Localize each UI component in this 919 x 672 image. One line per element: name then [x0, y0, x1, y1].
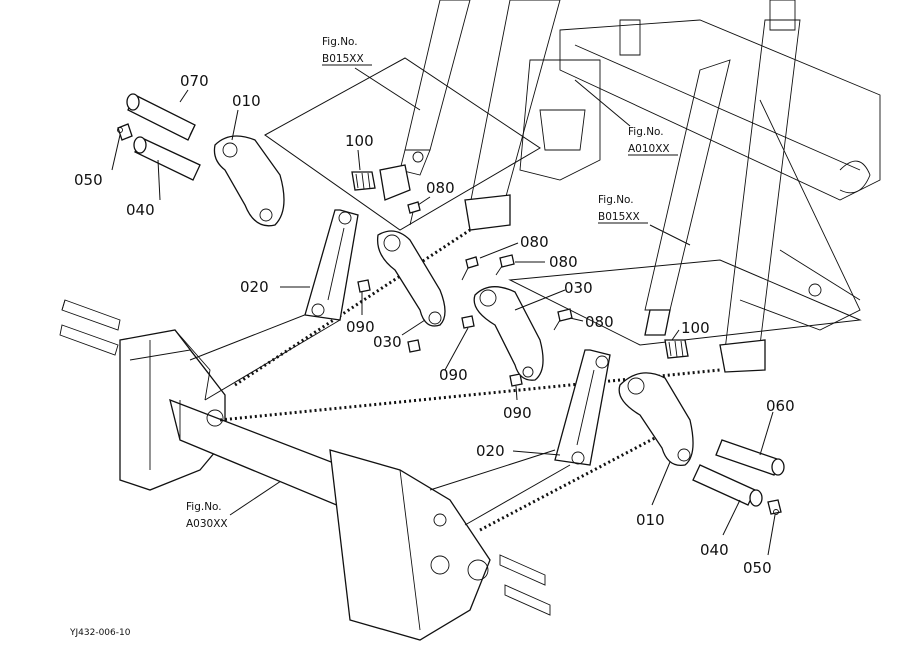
callout-070: 070 — [180, 72, 209, 90]
callout-080-c: 080 — [549, 253, 578, 271]
link-line-d — [464, 464, 571, 526]
callout-040-left: 040 — [126, 201, 155, 219]
bushing-100-right — [664, 339, 689, 359]
fig-ref-a030: Fig.No. A030XX — [186, 501, 228, 530]
fig-ref-b015-top: Fig.No. B015XX — [322, 36, 372, 66]
left-lift-cylinder — [379, 0, 561, 231]
pin-040-right — [692, 464, 763, 507]
leader-030-a — [401, 319, 426, 336]
bracket-010-right — [618, 372, 694, 467]
nut-090-b — [407, 339, 421, 353]
callout-100-left: 100 — [345, 132, 374, 150]
bolt-080-b — [461, 256, 479, 281]
loader-frame — [519, 0, 881, 201]
fig-plane-b015-top — [264, 57, 541, 231]
callout-090-c: 090 — [503, 404, 532, 422]
leader-050-right — [767, 514, 776, 556]
grease-fitting-050-left — [117, 123, 133, 141]
bolt-080-a — [407, 201, 421, 226]
bracket-010-left — [213, 135, 285, 227]
nut-090-d — [509, 373, 523, 387]
svg-text:Fig.No.: Fig.No. — [628, 126, 664, 138]
leader-a010 — [574, 79, 631, 127]
leader-100-left — [357, 149, 361, 171]
leader-020-right — [512, 450, 561, 456]
leader-030-b — [514, 289, 566, 311]
callout-010-left: 010 — [232, 92, 261, 110]
grease-fitting-050-right — [767, 499, 782, 515]
leader-b015-right — [649, 224, 691, 246]
leader-010-left — [231, 109, 239, 141]
leader-080-a — [417, 196, 431, 206]
callout-050-left: 050 — [74, 171, 103, 189]
callout-080-a: 080 — [426, 179, 455, 197]
svg-text:A030XX: A030XX — [186, 518, 228, 530]
link-line-c — [429, 449, 556, 491]
link-020-left — [304, 209, 359, 321]
studs-right — [499, 554, 551, 616]
leader-080-b — [479, 242, 519, 259]
nut-090-c — [461, 315, 475, 329]
fig-plane-b015-right — [508, 259, 862, 346]
leader-060 — [759, 411, 774, 456]
pin-040-left — [133, 136, 201, 181]
leader-050-left — [111, 134, 121, 171]
callout-040-right: 040 — [700, 541, 729, 559]
pin-070 — [126, 93, 196, 141]
fig-ref-b015-right: Fig.No. B015XX — [598, 194, 648, 224]
studs-left — [59, 299, 121, 356]
right-lift-cylinder — [644, 19, 861, 373]
link-020-right — [554, 349, 611, 466]
leader-040-left — [157, 159, 161, 201]
leader-080-d — [569, 317, 584, 322]
axis-lower — [479, 428, 671, 532]
svg-text:B015XX: B015XX — [322, 53, 364, 65]
arm-030-right — [473, 286, 544, 381]
leader-090-b — [444, 327, 469, 371]
svg-text:B015XX: B015XX — [598, 211, 640, 223]
fig-ref-a010: Fig.No. A010XX — [628, 126, 678, 156]
pin-060 — [715, 439, 785, 476]
callout-020-right: 020 — [476, 442, 505, 460]
link-line-b — [204, 319, 341, 401]
main-frame — [119, 329, 491, 641]
svg-text:Fig.No.: Fig.No. — [186, 501, 222, 513]
callout-100-right: 100 — [681, 319, 710, 337]
callout-010-right: 010 — [636, 511, 665, 529]
svg-text:Fig.No.: Fig.No. — [322, 36, 358, 48]
leader-090-c — [515, 385, 518, 401]
svg-text:Fig.No.: Fig.No. — [598, 194, 634, 206]
callout-060: 060 — [766, 397, 795, 415]
arm-030-left — [376, 230, 446, 327]
svg-text:A010XX: A010XX — [628, 143, 670, 155]
leader-b015-top — [354, 67, 421, 111]
callout-030-b: 030 — [564, 279, 593, 297]
drawing-number: YJ432-006-10 — [69, 628, 131, 638]
callout-080-d: 080 — [585, 313, 614, 331]
callout-020-left: 020 — [240, 278, 269, 296]
callout-090-a: 090 — [346, 318, 375, 336]
leader-040-right — [722, 499, 741, 536]
callout-050-right: 050 — [743, 559, 772, 577]
axis-right — [219, 368, 721, 422]
bolt-080-d — [553, 308, 573, 331]
leader-010-right — [651, 461, 671, 506]
bushing-100-left — [351, 171, 376, 191]
leader-100-right — [671, 329, 680, 341]
callout-080-b: 080 — [520, 233, 549, 251]
callout-090-b: 090 — [439, 366, 468, 384]
leader-070 — [179, 89, 189, 103]
callout-030-a: 030 — [373, 333, 402, 351]
nut-090-a — [357, 279, 371, 293]
bolt-080-c — [495, 254, 515, 276]
